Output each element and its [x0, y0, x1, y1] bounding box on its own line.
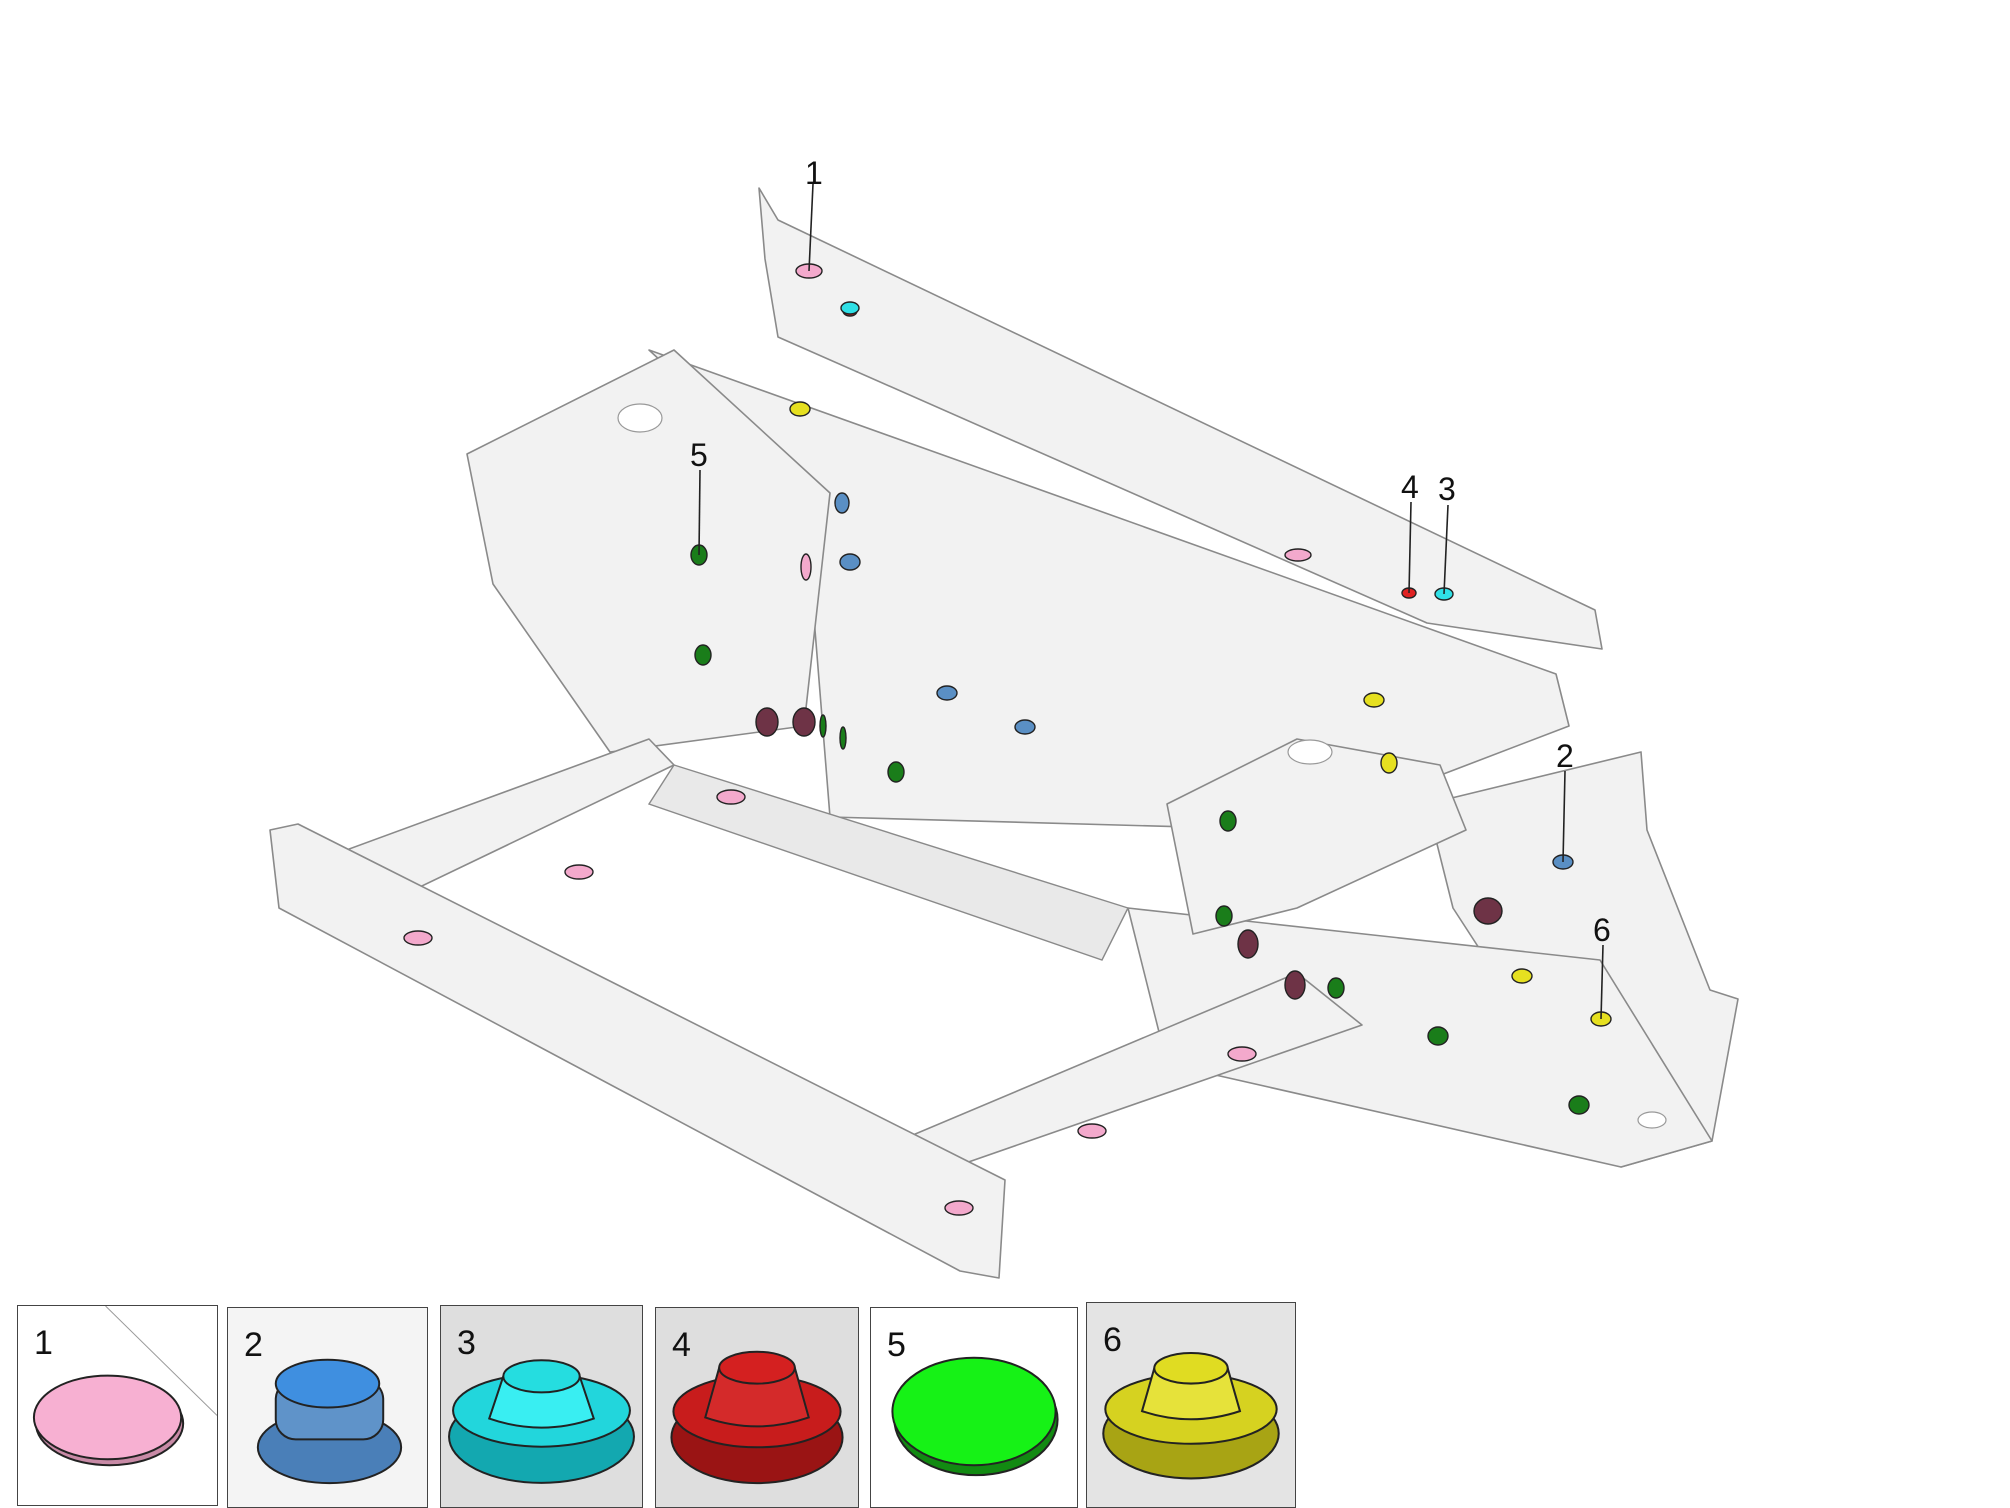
pink-plug: [716, 789, 746, 805]
leader-line-1: [808, 183, 814, 272]
legend-panel-4: 4: [655, 1307, 859, 1508]
pink-plug: [564, 864, 594, 880]
green-plug: [839, 726, 847, 750]
callout-leaders: [698, 183, 1604, 1020]
strut-mount-hole: [1287, 739, 1333, 765]
legend-panel-1: 1: [17, 1305, 218, 1506]
yellow-plug: [1363, 692, 1385, 708]
leader-line-6: [1600, 944, 1604, 1020]
legend-label-1: 1: [34, 1324, 53, 1362]
yellow-plug: [1380, 752, 1398, 774]
middle-cross-member: [647, 764, 1129, 961]
callout-label-3: 3: [1438, 471, 1456, 507]
legend-panel-5: 5: [870, 1307, 1078, 1508]
pink-plug: [1227, 1046, 1257, 1062]
pink-plug: [403, 930, 433, 946]
yellow-plug: [789, 401, 811, 417]
maroon-plug: [1237, 929, 1259, 959]
yellow-plug: [1511, 968, 1533, 984]
blue-plug: [936, 685, 958, 701]
front-bumper-beam: [269, 823, 1006, 1279]
green-plug: [1427, 1026, 1449, 1046]
plug-markers: [403, 263, 1612, 1216]
legend-label-6: 6: [1103, 1321, 1122, 1359]
callout-label-5: 5: [690, 437, 708, 473]
leader-line-5: [698, 469, 701, 556]
cyan-plug: [840, 301, 860, 315]
callout-label-1: 1: [805, 155, 823, 191]
green-plug: [1219, 810, 1237, 832]
right-strut-tower: [1166, 738, 1467, 935]
legend-panel-2: 2: [227, 1307, 428, 1508]
blue-plug: [1014, 719, 1036, 735]
legend-label-4: 4: [672, 1326, 691, 1364]
green-plug: [1215, 905, 1233, 927]
pink-plug: [1284, 548, 1312, 562]
green-plug: [887, 761, 905, 783]
callout-labels: 1 5 4 3 2 6: [690, 155, 1611, 948]
legend-panel-3: 3: [440, 1305, 643, 1508]
green-plug: [1568, 1095, 1590, 1115]
legend-panel-6: 6: [1086, 1302, 1296, 1508]
green-plug: [1327, 977, 1345, 999]
maroon-plug: [792, 707, 816, 737]
pink-plug: [1077, 1123, 1107, 1139]
pink-plug: [800, 553, 812, 581]
legend-label-3: 3: [457, 1324, 476, 1362]
pink-plug: [944, 1200, 974, 1216]
leader-line-2: [1562, 770, 1566, 863]
maroon-plug: [1284, 970, 1306, 1000]
blue-plug: [834, 492, 850, 514]
green-plug: [694, 644, 712, 666]
leader-line-3: [1443, 504, 1449, 595]
green-plug: [819, 714, 827, 738]
rail-hole: [1637, 1111, 1667, 1129]
legend-label-2: 2: [244, 1326, 263, 1364]
maroon-plug: [755, 707, 779, 737]
strut-mount-hole: [617, 403, 663, 433]
maroon-plug: [1473, 897, 1503, 925]
body-frame: [269, 187, 1739, 1279]
legend-label-5: 5: [887, 1326, 906, 1364]
blue-plug: [839, 553, 861, 571]
callout-label-6: 6: [1593, 912, 1611, 948]
callout-label-4: 4: [1401, 469, 1419, 505]
callout-label-2: 2: [1556, 738, 1574, 774]
leader-line-4: [1408, 501, 1412, 594]
cowl-upper-beam: [758, 187, 1603, 650]
